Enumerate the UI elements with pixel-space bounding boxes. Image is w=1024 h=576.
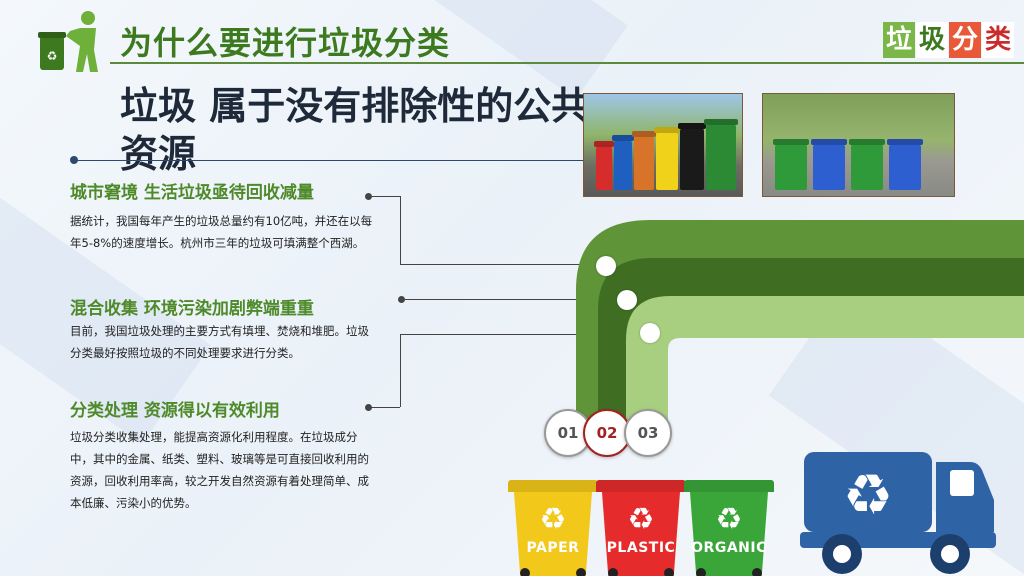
connector-line [400, 334, 401, 407]
connector-line [400, 334, 638, 335]
photo-outdoor-bins [762, 93, 955, 197]
header-divider [110, 62, 1024, 64]
section-title: 分类处理 资源得以有效利用 [70, 401, 280, 421]
brand-char: 类 [982, 22, 1014, 58]
pipe-inner [626, 296, 1024, 425]
step-badge-03[interactable]: 03 [624, 409, 672, 457]
organic-bin: ♻ ORGANIC [684, 480, 774, 576]
pipe-graphic [576, 220, 1024, 425]
brand-char: 圾 [916, 22, 948, 58]
svg-text:♻: ♻ [47, 49, 58, 63]
section-title: 混合收集 环境污染加剧弊端重重 [70, 299, 314, 319]
connector-line [368, 407, 400, 408]
photo-colored-bins [583, 93, 743, 197]
connector-line [368, 196, 400, 197]
pipe-node [596, 256, 616, 276]
section-text: 据统计，我国每年产生的垃圾总量约有10亿吨，并还在以每年5-8%的速度增长。杭州… [70, 214, 373, 250]
pipe-node [640, 323, 660, 343]
brand-char: 垃 [883, 22, 915, 58]
bin-label: PAPER [526, 540, 580, 556]
trash-person-icon: ♻ [38, 11, 98, 72]
title-underline [74, 160, 584, 161]
brand-char: 分 [949, 22, 981, 58]
connector-line [400, 196, 401, 264]
paper-bin: ♻ PAPER [508, 480, 598, 576]
plastic-bin: ♻ PLASTIC [596, 480, 686, 576]
recycle-icon: ♻ [627, 502, 655, 537]
brand-logo: 垃 圾 分 类 [883, 22, 1014, 58]
step-badge-02[interactable]: 02 [583, 409, 631, 457]
recycle-icon: ♻ [539, 502, 567, 537]
page-header-title: 为什么要进行垃圾分类 [120, 24, 451, 62]
main-title: 垃圾 属于没有排除性的公共资源 [120, 84, 590, 176]
connector-line [400, 264, 596, 265]
connector-dot [398, 296, 405, 303]
bin-label: ORGANIC [691, 540, 767, 556]
recycling-truck-icon: ♻ [800, 452, 996, 574]
bin-label: PLASTIC [606, 540, 676, 556]
pipe-node [617, 290, 637, 310]
section-text: 目前，我国垃圾处理的主要方式有填埋、焚烧和堆肥。垃圾分类最好按照垃圾的不同处理要… [70, 324, 369, 360]
section-text: 垃圾分类收集处理，能提高资源化利用程度。在垃圾成分中，其中的金属、纸类、塑料、玻… [70, 430, 369, 510]
header: ♻ 为什么要进行垃圾分类 垃 圾 分 类 [0, 0, 1024, 72]
svg-text:♻: ♻ [843, 463, 893, 528]
title-dot [70, 156, 78, 164]
recycle-icon: ♻ [715, 502, 743, 537]
section-title: 城市窘境 生活垃圾亟待回收减量 [70, 183, 314, 203]
connector-line [402, 299, 616, 300]
